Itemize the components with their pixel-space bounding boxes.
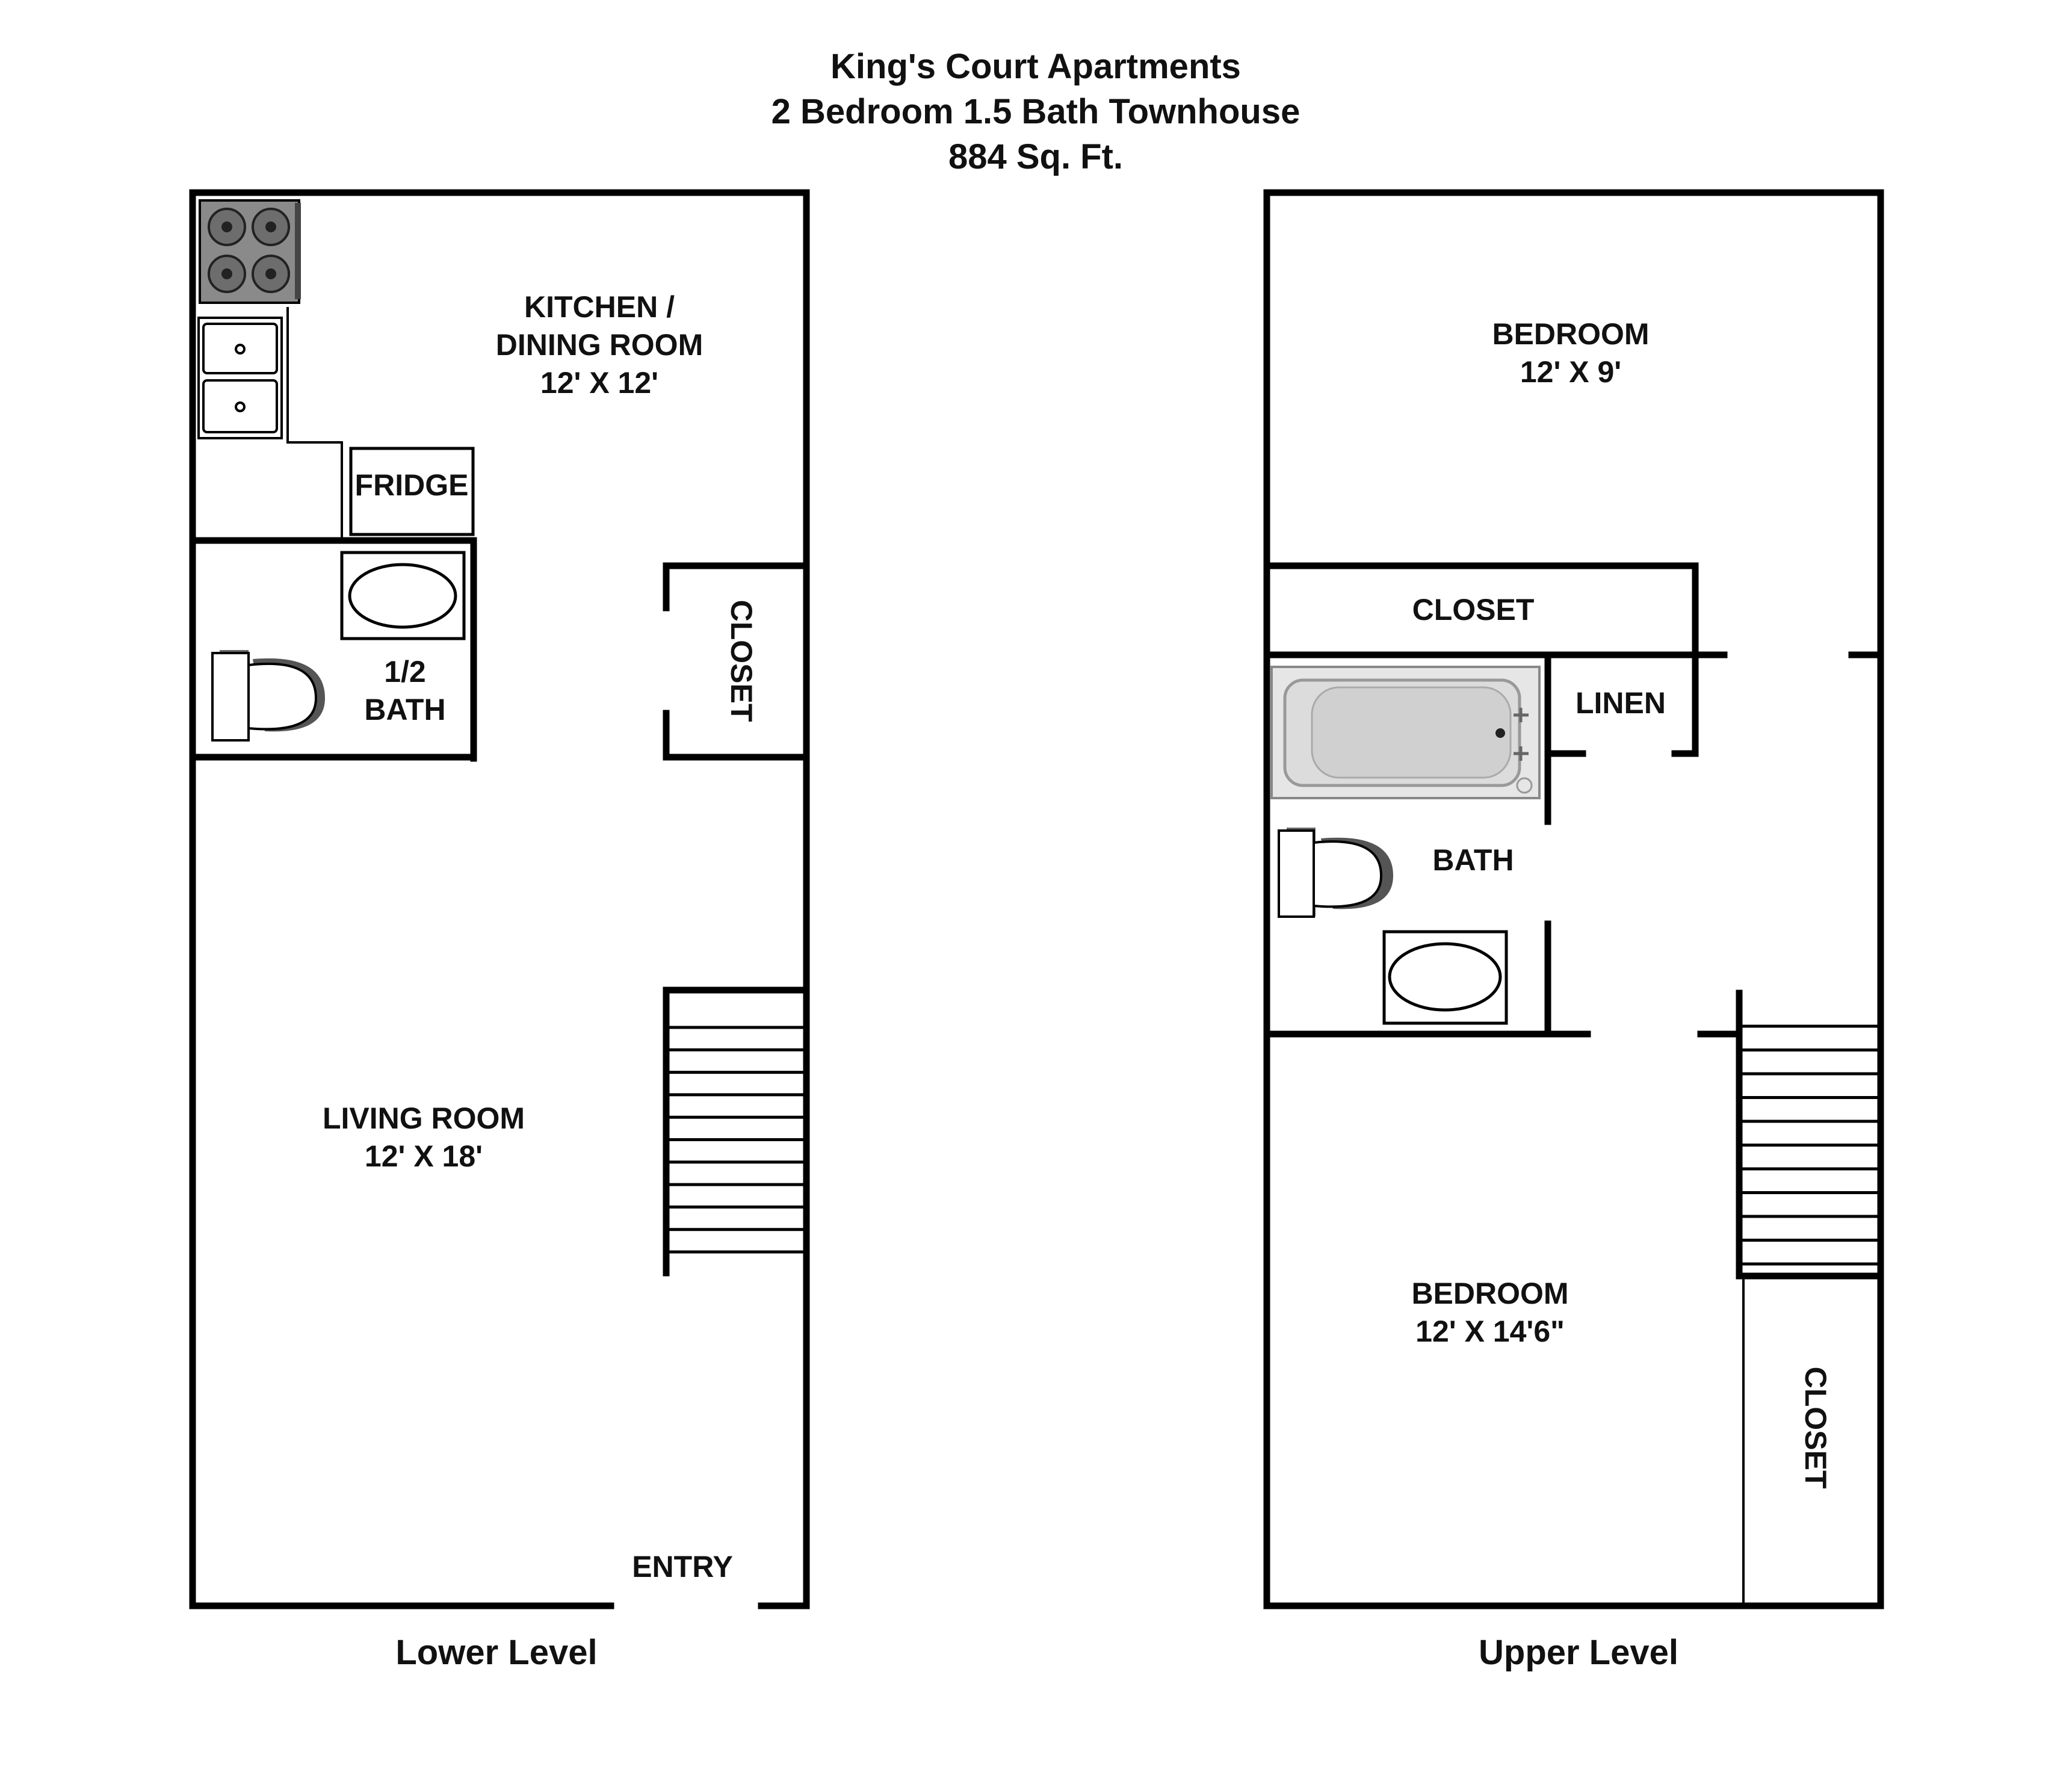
linen-bottom-right	[1671, 651, 1699, 757]
lower-exterior-wall	[189, 189, 810, 1609]
bath-label: BATH	[1432, 843, 1514, 877]
entry-label: ENTRY	[632, 1550, 733, 1584]
living-room-label: LIVING ROOM	[323, 1101, 525, 1135]
upper-level-plan: BEDROOM 12' X 9' CLOSET LINEN BATH BEDRO…	[1263, 189, 1884, 1672]
upper-closet-top-wall	[1267, 562, 1699, 658]
fridge-label: FRIDGE	[355, 468, 469, 502]
lower-closet-wall-bottom	[663, 710, 810, 761]
bath-sink-icon	[1382, 930, 1508, 1025]
upper-exterior-wall	[1263, 189, 1884, 1609]
bedroom1-size: 12' X 9'	[1520, 355, 1621, 389]
lower-closet-wall	[663, 562, 810, 612]
bathtub-icon	[1270, 666, 1541, 799]
living-room-size: 12' X 18'	[365, 1139, 483, 1173]
lower-level-label: Lower Level	[395, 1633, 597, 1672]
half-bath-label-line1: 1/2	[384, 655, 426, 689]
kitchen-label-line1: KITCHEN /	[524, 290, 675, 324]
title-unit-type: 2 Bedroom 1.5 Bath Townhouse	[772, 92, 1300, 131]
upper-closet-side-label: CLOSET	[1799, 1367, 1832, 1489]
kitchen-counter	[286, 307, 343, 540]
lower-closet-label: CLOSET	[725, 600, 758, 722]
upper-closet-top-label: CLOSET	[1412, 593, 1535, 627]
lower-stairs	[663, 986, 810, 1277]
title-square-footage: 884 Sq. Ft.	[948, 137, 1123, 176]
lower-stairs-outline	[663, 986, 810, 1277]
title-block: King's Court Apartments 2 Bedroom 1.5 Ba…	[772, 47, 1300, 176]
upper-stairs-outline	[1736, 989, 1884, 1280]
double-sink-icon	[197, 317, 283, 439]
bedroom2-label: BEDROOM	[1411, 1277, 1568, 1310]
lower-level-plan: FRIDGE KITCHEN / DINING ROOM 12' X 12' 1…	[189, 189, 810, 1672]
title-apartment-name: King's Court Apartments	[830, 47, 1241, 86]
linen-label: LINEN	[1576, 686, 1666, 720]
half-bath-toilet-icon	[211, 650, 325, 742]
kitchen-size: 12' X 12'	[540, 366, 658, 400]
upper-stairs	[1736, 989, 1884, 1280]
bedroom2-size: 12' X 14'6"	[1415, 1315, 1565, 1348]
fridge-box: FRIDGE	[349, 447, 475, 536]
stove-icon	[199, 199, 301, 304]
half-bath-label-line2: BATH	[364, 693, 445, 726]
bath-toilet-icon	[1278, 828, 1393, 918]
upper-level-label: Upper Level	[1479, 1633, 1678, 1672]
kitchen-label-line2: DINING ROOM	[496, 328, 703, 362]
bedroom1-label: BEDROOM	[1492, 317, 1649, 351]
half-bath-sink-icon	[340, 551, 466, 640]
